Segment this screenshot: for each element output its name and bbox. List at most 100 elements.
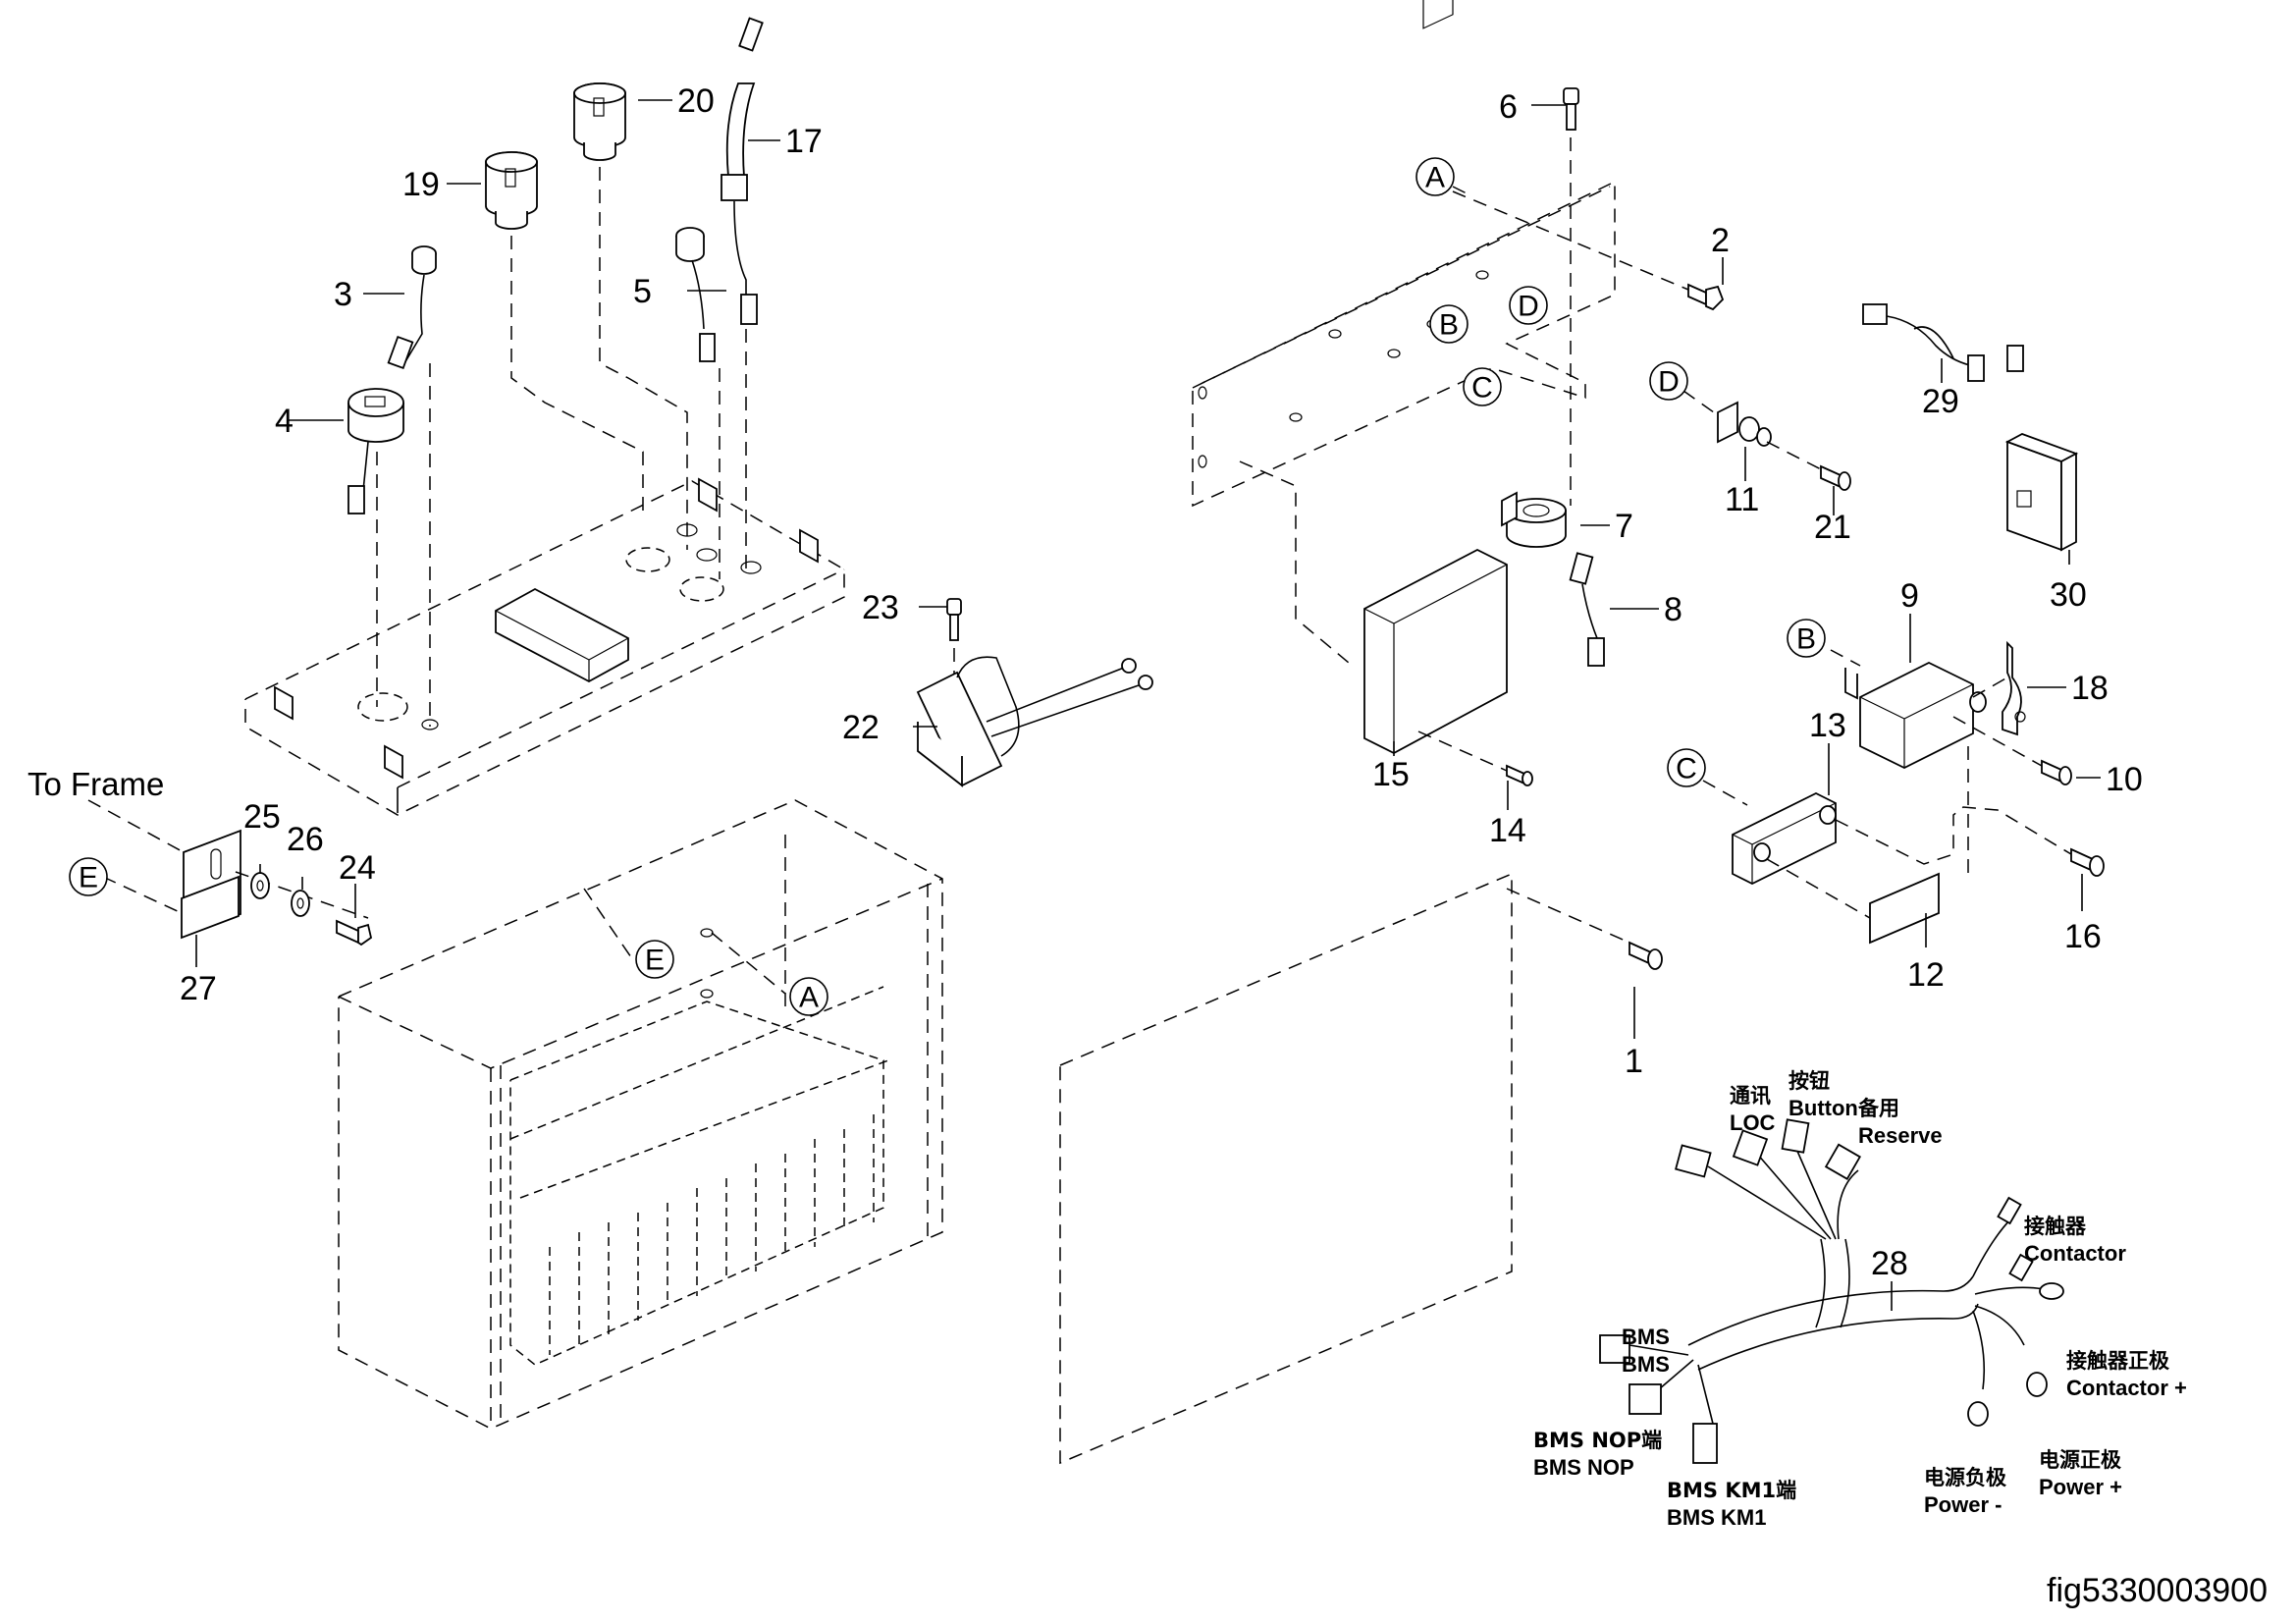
- part-14-screw[interactable]: [1506, 764, 1533, 786]
- label-button-cn: 按钮: [1789, 1069, 1830, 1093]
- label-contactor-plus-cn: 接触器正极: [2066, 1349, 2170, 1373]
- part-15-controller[interactable]: [1363, 0, 1508, 755]
- callout-5[interactable]: 5: [633, 273, 652, 310]
- part-4-gauge[interactable]: [347, 388, 404, 514]
- part-18-link[interactable]: [2002, 640, 2026, 736]
- callout-26[interactable]: 26: [287, 821, 324, 858]
- part-20-knob[interactable]: [573, 82, 626, 161]
- part-24-bolt[interactable]: [336, 919, 373, 947]
- svg-text:A: A: [1425, 162, 1445, 194]
- part-23-screw[interactable]: [946, 598, 962, 641]
- callout-10[interactable]: 10: [2106, 761, 2143, 798]
- part-19-knob[interactable]: [485, 151, 538, 230]
- marker-E-bracket[interactable]: E: [69, 857, 108, 896]
- callout-9[interactable]: 9: [1900, 577, 1919, 615]
- part-2-bolt[interactable]: [1687, 283, 1725, 311]
- svg-text:B: B: [1796, 623, 1816, 656]
- callout-29[interactable]: 29: [1922, 383, 1959, 420]
- marker-D-switch[interactable]: D: [1649, 361, 1688, 401]
- label-loc-cn: 通讯: [1730, 1084, 1771, 1108]
- part-27-bracket[interactable]: [181, 829, 241, 940]
- callout-18[interactable]: 18: [2071, 670, 2109, 707]
- svg-text:D: D: [1658, 366, 1680, 399]
- label-bms-nop-en: BMS NOP: [1533, 1455, 1634, 1480]
- callout-24[interactable]: 24: [339, 849, 376, 887]
- part-10-screw[interactable]: [2041, 759, 2072, 785]
- part-21-screw[interactable]: [1820, 464, 1851, 491]
- part-5-switch[interactable]: [675, 227, 716, 362]
- part-11-switch[interactable]: [1717, 401, 1772, 447]
- label-loc-en: LOC: [1730, 1110, 1776, 1135]
- callout-23[interactable]: 23: [862, 589, 899, 626]
- mounting-plate: [1192, 180, 1616, 508]
- svg-text:B: B: [1439, 309, 1459, 342]
- callout-6[interactable]: 6: [1499, 88, 1518, 126]
- label-contactor-plus-en: Contactor +: [2066, 1376, 2187, 1400]
- part-16-screw[interactable]: [2070, 847, 2105, 877]
- callout-21[interactable]: 21: [1814, 509, 1851, 546]
- callout-25[interactable]: 25: [243, 798, 281, 836]
- callout-17[interactable]: 17: [785, 123, 823, 160]
- label-power-plus-en: Power +: [2039, 1475, 2122, 1499]
- callout-19[interactable]: 19: [402, 166, 440, 203]
- marker-B-contactor[interactable]: B: [1787, 619, 1826, 658]
- callout-11[interactable]: 11: [1725, 481, 1759, 518]
- part-3-indicator[interactable]: [387, 245, 437, 370]
- callout-7[interactable]: 7: [1615, 508, 1633, 545]
- callout-27[interactable]: 27: [180, 970, 217, 1007]
- svg-text:A: A: [799, 982, 819, 1014]
- marker-A-plate[interactable]: A: [1415, 157, 1455, 196]
- part-26-washer[interactable]: [291, 890, 310, 917]
- harness-labels: 通讯 LOC 按钮 Button 备用 Reserve 接触器 Contacto…: [1533, 1069, 2187, 1530]
- callout-16[interactable]: 16: [2064, 918, 2102, 955]
- part-9-contactor[interactable]: [1844, 661, 1987, 770]
- callout-15[interactable]: 15: [1372, 756, 1410, 793]
- part-17-cable[interactable]: [721, 17, 764, 325]
- part-29-harness[interactable]: [1862, 303, 2024, 382]
- svg-text:E: E: [79, 862, 98, 894]
- callout-12[interactable]: 12: [1907, 956, 1945, 994]
- label-reserve-cn: 备用: [1857, 1097, 1899, 1120]
- label-contactor-cn: 接触器: [2024, 1215, 2087, 1238]
- label-button-en: Button: [1789, 1096, 1858, 1120]
- marker-E-box[interactable]: E: [635, 940, 674, 979]
- part-28-harness[interactable]: [1599, 1118, 2064, 1464]
- label-power-minus-en: Power -: [1924, 1492, 2002, 1517]
- figure-id: fig5330003900: [2047, 1572, 2268, 1609]
- label-bms-km1-cn: BMS KM1端: [1667, 1479, 1796, 1502]
- callout-30[interactable]: 30: [2050, 576, 2087, 614]
- callout-22[interactable]: 22: [842, 709, 880, 746]
- callout-leaders: [195, 99, 2101, 1311]
- label-bms-km1-en: BMS KM1: [1667, 1505, 1766, 1530]
- part-25-washer[interactable]: [250, 872, 270, 899]
- cover-panel: [1059, 872, 1513, 1465]
- label-bms-cn: BMS: [1622, 1325, 1670, 1349]
- callout-1[interactable]: 1: [1625, 1043, 1643, 1080]
- marker-B-plate[interactable]: B: [1429, 304, 1468, 344]
- marker-A-box[interactable]: A: [789, 977, 828, 1016]
- part-7-sensor[interactable]: [1501, 491, 1567, 548]
- marker-C-fuse[interactable]: C: [1667, 748, 1706, 787]
- callout-2[interactable]: 2: [1711, 222, 1730, 259]
- callout-3[interactable]: 3: [334, 276, 352, 313]
- callout-20[interactable]: 20: [677, 82, 715, 120]
- callout-8[interactable]: 8: [1664, 591, 1682, 628]
- part-6-screw[interactable]: [1563, 87, 1579, 131]
- callout-4[interactable]: 4: [275, 403, 294, 440]
- label-reserve-en: Reserve: [1858, 1123, 1943, 1148]
- part-8-harness[interactable]: [1569, 552, 1605, 667]
- part-30-module[interactable]: [2004, 433, 2079, 552]
- part-13-fuse-block[interactable]: [1732, 791, 1837, 886]
- callout-14[interactable]: 14: [1489, 812, 1526, 849]
- svg-text:D: D: [1518, 291, 1539, 323]
- reference-markers: A A B B C C D D: [69, 157, 1826, 1016]
- part-22-fuse-holder[interactable]: [916, 656, 1153, 787]
- callout-13[interactable]: 13: [1809, 707, 1846, 744]
- marker-C-plate[interactable]: C: [1463, 367, 1502, 406]
- to-frame-label: To Frame: [27, 766, 164, 802]
- marker-D-plate[interactable]: D: [1509, 286, 1548, 325]
- callout-28[interactable]: 28: [1871, 1245, 1908, 1282]
- part-1-screw[interactable]: [1629, 941, 1663, 970]
- part-12-link[interactable]: [1869, 872, 1940, 945]
